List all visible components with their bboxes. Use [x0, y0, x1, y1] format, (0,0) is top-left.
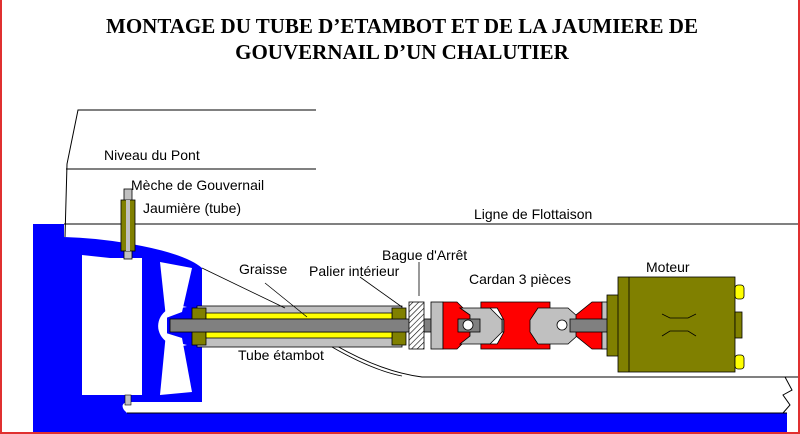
label-engine: Moteur: [646, 259, 690, 275]
label-grease: Graisse: [239, 261, 287, 277]
propeller: [158, 262, 192, 395]
stern-tube: [169, 305, 608, 348]
deck-lines: [64, 109, 798, 414]
engine: [606, 276, 745, 373]
title-line-1: MONTAGE DU TUBE D’ETAMBOT ET DE LA JAUMI…: [106, 14, 698, 38]
label-deck-level: Niveau du Pont: [104, 147, 200, 163]
title-line-2: GOUVERNAIL D’UN CHALUTIER: [235, 40, 569, 64]
label-stop-ring: Bague d'Arrêt: [382, 247, 467, 263]
label-inner-bearing: Palier intérieur: [309, 263, 400, 279]
cardan-joint: [430, 301, 612, 350]
label-stern-tube: Tube étambot: [238, 347, 324, 363]
leader-lines: [201, 262, 420, 377]
label-rudder-stock: Mèche de Gouvernail: [131, 177, 264, 193]
stop-ring: [408, 301, 425, 350]
label-waterline: Ligne de Flottaison: [474, 206, 592, 222]
label-cardan: Cardan 3 pièces: [469, 271, 571, 287]
label-rudder-trunk: Jaumière (tube): [143, 200, 241, 216]
rudder: [82, 188, 142, 406]
grease: [205, 312, 393, 320]
